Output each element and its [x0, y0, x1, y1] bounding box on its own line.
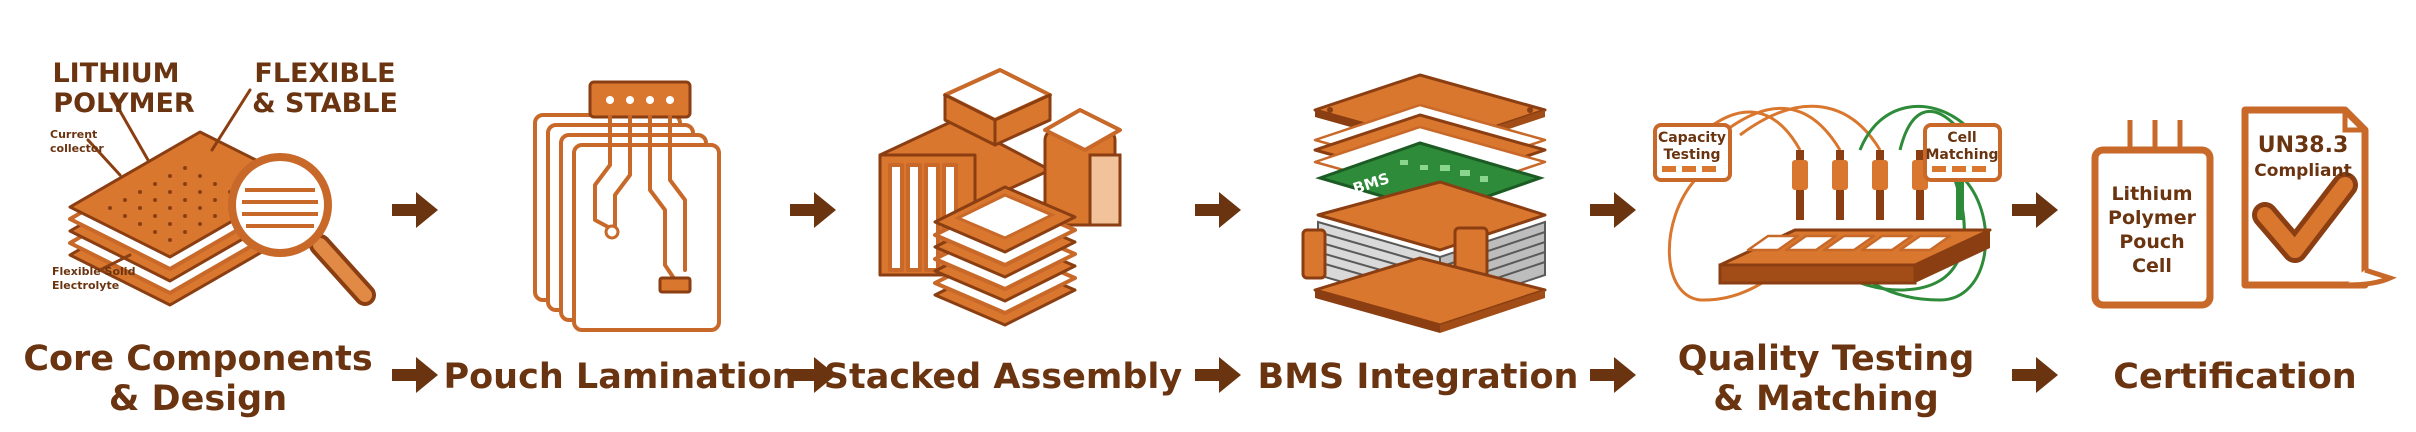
check-icon — [2252, 172, 2358, 263]
label-electrolyte-2: Electrolyte — [52, 279, 119, 292]
arrow-icon — [790, 357, 836, 393]
callout-flexible: FLEXIBLE — [254, 58, 395, 89]
arrow-icon — [2012, 192, 2058, 228]
certification-illustration — [2091, 106, 2397, 309]
arrow-icon — [2012, 357, 2058, 393]
pouch-lamination-illustration — [533, 80, 721, 332]
step-title-stacked-assembly: Stacked Assembly — [824, 357, 1183, 397]
stacked-assembly-illustration — [878, 68, 1122, 327]
step-title-core-components: Core Components — [23, 339, 372, 379]
cell-label-3: Pouch — [2119, 231, 2184, 253]
callout-lithium-polymer: LITHIUM — [52, 58, 179, 89]
cert-label-2: Compliant — [2254, 161, 2351, 181]
bms-integration-illustration: BMS — [1301, 73, 1547, 333]
cell-label-4: Cell — [2132, 255, 2172, 277]
step-title-core-components-2: & Design — [109, 379, 287, 419]
flow-arrows — [392, 192, 2058, 393]
core-components-illustration — [68, 88, 376, 307]
arrow-icon — [1590, 192, 1636, 228]
step-title-certification: Certification — [2113, 357, 2356, 397]
arrow-icon — [392, 357, 438, 393]
quality-testing-illustration — [1653, 104, 2002, 302]
box-capacity-testing: Capacity — [1658, 130, 1726, 146]
arrow-icon — [392, 192, 438, 228]
box-cell-matching: Cell — [1947, 130, 1976, 146]
arrow-icon — [1195, 357, 1241, 393]
cell-label-2: Polymer — [2108, 207, 2197, 229]
cell-label: Lithium — [2111, 183, 2192, 205]
label-current-collector: Current — [50, 128, 97, 141]
magnifier-icon — [228, 153, 376, 306]
cert-label: UN38.3 — [2258, 133, 2349, 158]
step-title-pouch-lamination: Pouch Lamination — [443, 357, 796, 397]
step-title-bms-integration: BMS Integration — [1258, 357, 1579, 397]
arrow-icon — [1590, 357, 1636, 393]
current-collector-dots — [108, 166, 247, 242]
step-title-quality-testing-2: & Matching — [1713, 379, 1939, 419]
step-title-quality-testing: Quality Testing — [1678, 339, 1975, 379]
arrow-icon — [1195, 192, 1241, 228]
label-electrolyte: Flexible Solid — [52, 265, 135, 278]
box-cell-matching-2: Matching — [1925, 147, 1998, 163]
callout-lithium-polymer-2: POLYMER — [53, 88, 195, 119]
label-current-collector-2: collector — [50, 142, 104, 155]
callout-stable: & STABLE — [252, 88, 398, 119]
arrow-icon — [790, 192, 836, 228]
box-capacity-testing-2: Testing — [1664, 147, 1721, 163]
